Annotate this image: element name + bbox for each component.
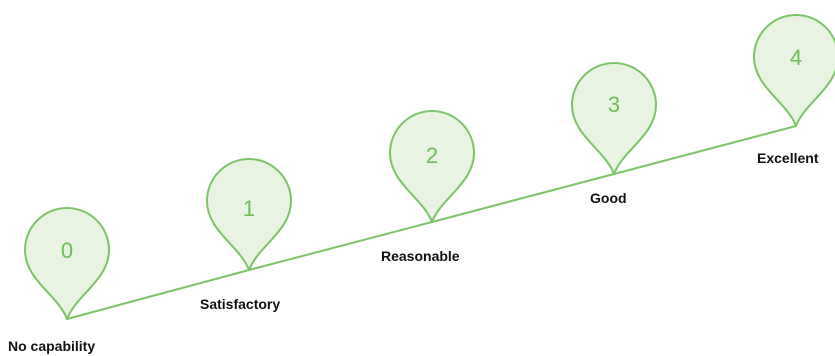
level-3-marker: 3 [571,62,657,175]
level-label: Reasonable [381,248,460,264]
level-2-marker: 2 [389,110,475,223]
level-label: No capability [8,338,95,354]
pin-4-icon [753,14,835,127]
level-number: 2 [426,143,438,168]
level-number: 3 [608,92,620,117]
pin-2-icon [389,110,475,223]
level-4-marker: 4 [753,14,835,127]
level-label: Excellent [757,150,819,166]
level-label: Satisfactory [200,296,280,312]
level-number: 1 [243,196,255,221]
pin-0-icon [24,207,110,320]
pin-3-icon [571,62,657,175]
pin-1-icon [206,158,292,271]
level-0-marker: 0 [24,207,110,320]
level-number: 4 [790,45,802,70]
level-label: Good [590,190,627,206]
level-1-marker: 1 [206,158,292,271]
level-number: 0 [61,238,73,263]
